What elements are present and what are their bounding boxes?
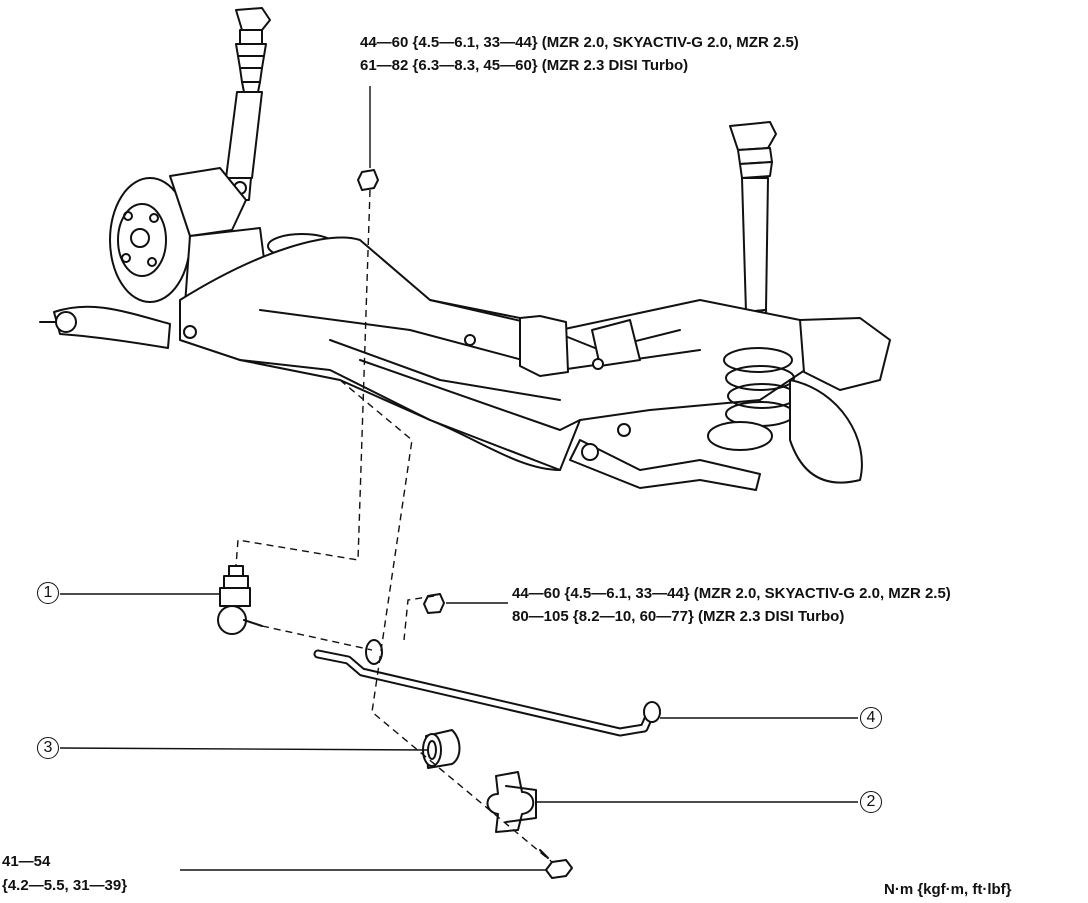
upper-nut [357,169,379,191]
torque-top-line1: 44—60 {4.5—6.1, 33—44} (MZR 2.0, SKYACTI… [360,34,799,51]
torque-bottom-line2: {4.2—5.5, 31—39} [2,877,128,894]
stabilizer-bar [313,639,661,737]
unit-label: N·m {kgf·m, ft·lbf} [884,881,1012,898]
callout-3: 3 [37,737,59,759]
torque-mid-line1: 44—60 {4.5—6.1, 33—44} (MZR 2.0, SKYACTI… [512,585,951,602]
stabilizer-nut [423,593,445,614]
left-shock-absorber [225,7,271,201]
callout-2: 2 [860,791,882,813]
right-hub-assembly [569,317,891,491]
stabilizer-control-link [217,565,263,635]
stabilizer-bracket [486,771,537,833]
stabilizer-bushing [422,729,461,769]
assembly-guide-lines [235,189,553,863]
bracket-bolt [539,849,573,879]
torque-top-line2: 61—82 {6.3—8.3, 45—60} (MZR 2.3 DISI Tur… [360,57,689,74]
callout-4: 4 [860,707,882,729]
leader-lines [59,86,858,871]
callout-1: 1 [37,582,59,604]
torque-mid-line2: 80—105 {8.2—10, 60—77} (MZR 2.3 DISI Tur… [512,608,845,625]
torque-bottom-line1: 41—54 [2,853,51,870]
